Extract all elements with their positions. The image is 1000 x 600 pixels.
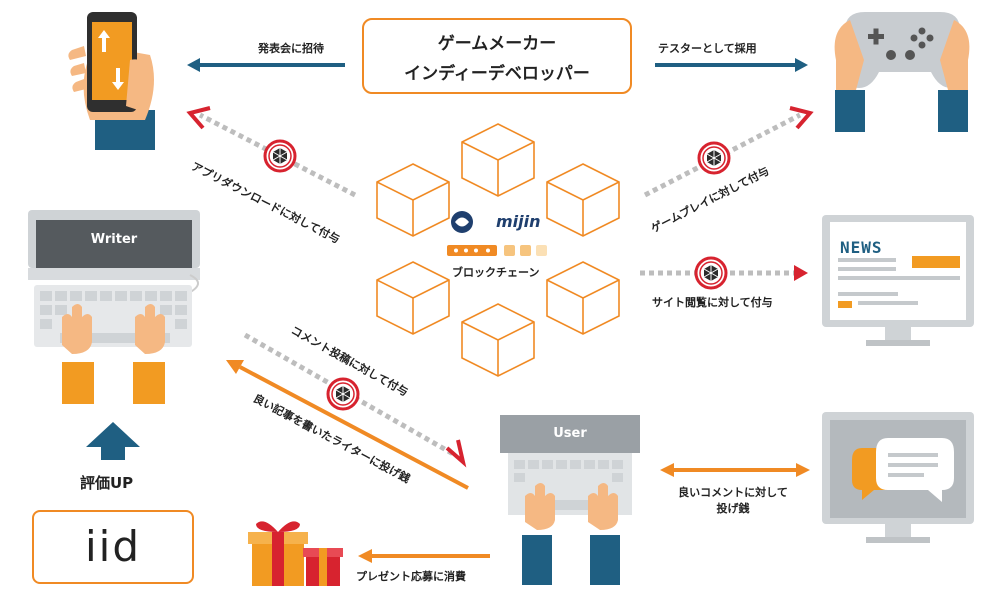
writer-label: Writer	[90, 232, 138, 247]
good-comment-line2: 投げ銭	[716, 502, 750, 515]
present-label: プレゼント応募に消費	[356, 570, 466, 583]
tester-arrow	[655, 58, 808, 72]
up-arrow-icon	[86, 422, 140, 460]
maker-line1: ゲームメーカー	[437, 34, 557, 54]
app-download-arrow	[186, 106, 357, 198]
comment-post-arrow	[243, 332, 467, 468]
good-comment-arrow	[660, 463, 810, 477]
news-label: NEWS	[840, 238, 883, 257]
news-monitor-icon	[822, 215, 974, 346]
tip-writer-arrow	[226, 360, 469, 490]
gift-icon	[248, 521, 343, 586]
coin-icon	[697, 141, 731, 175]
iid-logo: iid	[85, 522, 141, 571]
maker-line2: インディーデベロッパー	[404, 64, 590, 84]
invite-label: 発表会に招待	[258, 42, 324, 55]
present-arrow	[358, 549, 490, 563]
good-comment-label: 良いコメントに対して 投げ銭	[668, 484, 798, 516]
user-label: User	[553, 426, 587, 441]
coin-icon	[263, 139, 297, 173]
coin-icon	[326, 377, 360, 411]
writer-monitor-icon	[28, 210, 200, 404]
blockchain-label: ブロックチェーン	[452, 266, 540, 279]
tester-label: テスターとして採用	[658, 42, 757, 55]
gamepad-icon	[834, 12, 970, 132]
mijin-brand: mijin	[496, 212, 541, 231]
site-view-arrow	[640, 256, 808, 290]
chain-blocks-icon	[447, 245, 547, 256]
game-play-arrow	[643, 106, 814, 198]
good-comment-line1: 良いコメントに対して	[678, 486, 788, 499]
site-view-label: サイト閲覧に対して付与	[652, 296, 773, 309]
rating-up-label: 評価UP	[80, 474, 134, 492]
invite-arrow	[187, 58, 345, 72]
iid-logo-box: iid	[32, 510, 194, 584]
game-maker-box: ゲームメーカー インディーデベロッパー	[362, 18, 632, 94]
blockchain-cubes	[376, 123, 620, 377]
comment-monitor-icon	[822, 412, 974, 543]
user-laptop-icon	[500, 415, 640, 585]
smartphone-icon	[68, 12, 155, 150]
coin-icon	[694, 256, 728, 290]
mijin-logo-icon	[451, 211, 473, 233]
